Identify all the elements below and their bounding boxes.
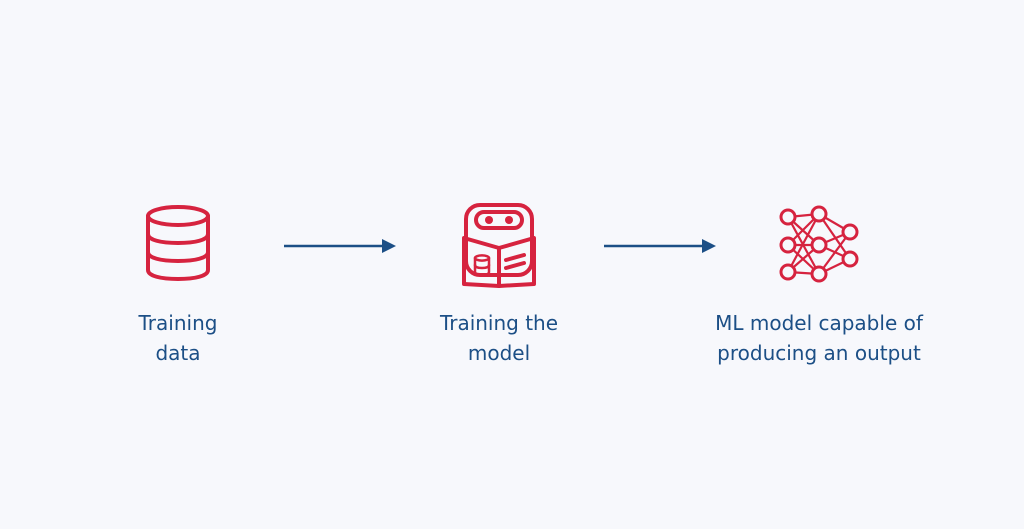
step-label: Training the model	[439, 311, 559, 365]
robot-reading-book-icon	[462, 203, 536, 288]
database-icon	[146, 205, 210, 281]
step-ml-model-output: ML model capable of producing an output	[678, 202, 960, 368]
arrow-right-icon	[284, 239, 396, 253]
step-label: ML model capable of producing an output	[715, 311, 923, 365]
step-training-data: Training data	[118, 202, 238, 368]
step-training-the-model: Training the model	[413, 202, 585, 368]
step-label: Training data	[138, 311, 218, 365]
arrow-right-icon	[604, 239, 716, 253]
neural-network-icon	[779, 205, 859, 283]
